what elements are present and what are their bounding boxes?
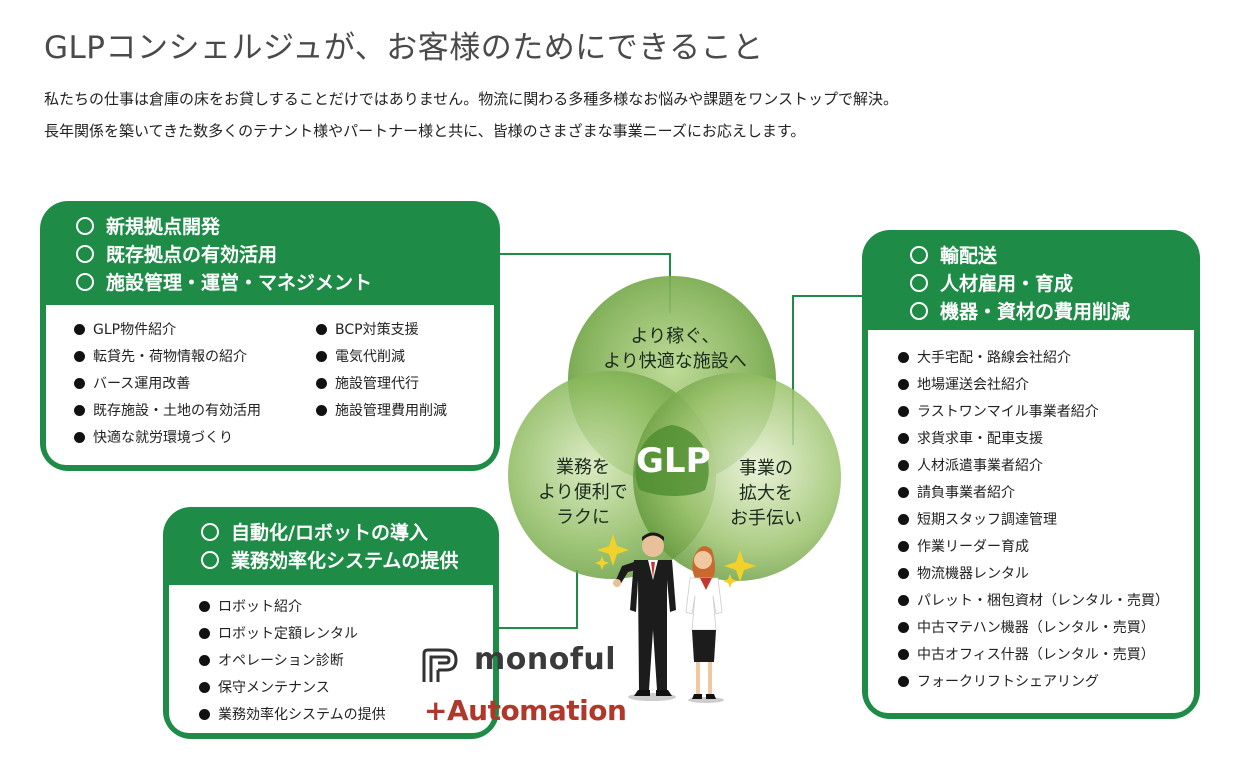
list-item: 人材派遣事業者紹介 [898,453,1169,480]
list-item: 保守メンテナンス [199,675,386,702]
card-heading: 自動化/ロボットの導入 [201,519,458,547]
card-facility-headings: 新規拠点開発 既存拠点の有効活用 施設管理・運営・マネジメント [76,213,372,297]
list-item: 既存施設・土地の有効活用 [74,398,261,425]
card-heading: 施設管理・運営・マネジメント [76,269,372,297]
list-item: 作業リーダー育成 [898,534,1169,561]
intro-line-1: 私たちの仕事は倉庫の床をお貸しすることだけではありません。物流に関わる多種多様な… [44,90,898,108]
venn-label-right-line1: 事業の [739,458,793,479]
card-heading-text: 既存拠点の有効活用 [106,244,278,266]
venn-label-left-line1: 業務を [556,457,610,478]
card-logistics-services: 輸配送 人材雇用・育成 機器・資材の費用削減 大手宅配・路線会社紹介 地場運送会… [862,230,1200,719]
card-facility-services: 新規拠点開発 既存拠点の有効活用 施設管理・運営・マネジメント GLP物件紹介 … [40,201,500,471]
card-heading: 輸配送 [910,242,1130,270]
service-list: 大手宅配・路線会社紹介 地場運送会社紹介 ラストワンマイル事業者紹介 求貨求車・… [898,345,1169,696]
circle-icon [910,274,928,292]
card-heading: 新規拠点開発 [76,213,372,241]
venn-label-right-line3: お手伝い [730,508,802,529]
card-automation-headings: 自動化/ロボットの導入 業務効率化システムの提供 [201,519,458,575]
list-item: ロボット紹介 [199,594,386,621]
list-item: 請負事業者紹介 [898,480,1169,507]
list-item: BCP対策支援 [316,317,447,344]
card-logistics-body: 大手宅配・路線会社紹介 地場運送会社紹介 ラストワンマイル事業者紹介 求貨求車・… [868,330,1194,713]
venn-label-left-line2: より便利で [538,482,628,503]
venn-label-top: より稼ぐ、 より快適な施設へ [600,324,750,374]
circle-icon [910,246,928,264]
card-heading-text: 業務効率化システムの提供 [231,550,459,572]
venn-label-left-line3: ラクに [556,507,610,528]
woman-illustration [685,546,724,703]
sparkle-icon [595,534,756,588]
list-item: 転貸先・荷物情報の紹介 [74,344,261,371]
circle-icon [76,245,94,263]
card-heading: 機器・資材の費用削減 [910,298,1130,326]
list-item: 中古マテハン機器（レンタル・売買） [898,615,1169,642]
list-item: フォークリフトシェアリング [898,669,1169,696]
list-item: 求貨求車・配車支援 [898,426,1169,453]
man-illustration [613,532,676,701]
venn-label-right-line2: 拡大を [739,483,793,504]
service-list: GLP物件紹介 転貸先・荷物情報の紹介 バース運用改善 既存施設・土地の有効活用… [74,317,261,452]
connector-line [792,295,862,297]
connector-line [499,627,578,629]
card-heading-text: 自動化/ロボットの導入 [231,522,428,544]
card-heading-text: 人材雇用・育成 [940,273,1074,295]
service-list: ロボット紹介 ロボット定額レンタル オペレーション診断 保守メンテナンス 業務効… [199,594,386,729]
card-automation-body: ロボット紹介 ロボット定額レンタル オペレーション診断 保守メンテナンス 業務効… [169,585,493,733]
list-item: 快適な就労環境づくり [74,425,261,452]
venn-label-top-line2: より快適な施設へ [603,351,747,372]
connector-line [792,295,794,445]
list-item: 電気代削減 [316,344,447,371]
venn-circle-right [633,373,841,581]
list-item: バース運用改善 [74,371,261,398]
list-item: 施設管理代行 [316,371,447,398]
card-heading: 人材雇用・育成 [910,270,1130,298]
list-item: 業務効率化システムの提供 [199,702,386,729]
connector-line [500,253,670,255]
list-item: 中古オフィス什器（レンタル・売買） [898,642,1169,669]
circle-icon [76,273,94,291]
card-heading-text: 輸配送 [940,245,998,267]
monoful-mark-icon [422,648,458,682]
list-item: パレット・梱包資材（レンタル・売買） [898,588,1169,615]
card-heading-text: 機器・資材の費用削減 [940,301,1131,323]
page-title: GLPコンシェルジュが、お客様のためにできること [44,30,764,66]
list-item: GLP物件紹介 [74,317,261,344]
venn-label-top-line1: より稼ぐ、 [630,326,720,347]
card-heading-text: 新規拠点開発 [106,216,221,238]
card-heading: 既存拠点の有効活用 [76,241,372,269]
service-list: BCP対策支援 電気代削減 施設管理代行 施設管理費用削減 [316,317,447,425]
connector-line [576,570,578,628]
circle-icon [910,302,928,320]
list-item: オペレーション診断 [199,648,386,675]
list-item: ラストワンマイル事業者紹介 [898,399,1169,426]
circle-icon [201,551,219,569]
circle-icon [76,217,94,235]
venn-label-left: 業務を より便利で ラクに [528,455,638,530]
list-item: 大手宅配・路線会社紹介 [898,345,1169,372]
list-item: 地場運送会社紹介 [898,372,1169,399]
monoful-wordmark: monoful [474,642,617,677]
card-logistics-headings: 輸配送 人材雇用・育成 機器・資材の費用削減 [910,242,1130,326]
card-facility-body: GLP物件紹介 転貸先・荷物情報の紹介 バース運用改善 既存施設・土地の有効活用… [46,305,494,465]
list-item: ロボット定額レンタル [199,621,386,648]
venn-intersection [635,425,709,496]
list-item: 物流機器レンタル [898,561,1169,588]
circle-icon [201,523,219,541]
card-heading-text: 施設管理・運営・マネジメント [106,272,373,294]
card-heading: 業務効率化システムの提供 [201,547,458,575]
intro-line-2: 長年関係を築いてきた数多くのテナント様やパートナー様と共に、皆様のさまざまな事業… [44,122,806,140]
list-item: 施設管理費用削減 [316,398,447,425]
venn-label-right: 事業の 拡大を お手伝い [718,456,814,531]
list-item: 短期スタッフ調達管理 [898,507,1169,534]
venn-center-label: GLP [636,441,711,481]
card-automation-services: 自動化/ロボットの導入 業務効率化システムの提供 ロボット紹介 ロボット定額レン… [163,507,499,739]
automation-logo: +Automation [424,694,627,727]
